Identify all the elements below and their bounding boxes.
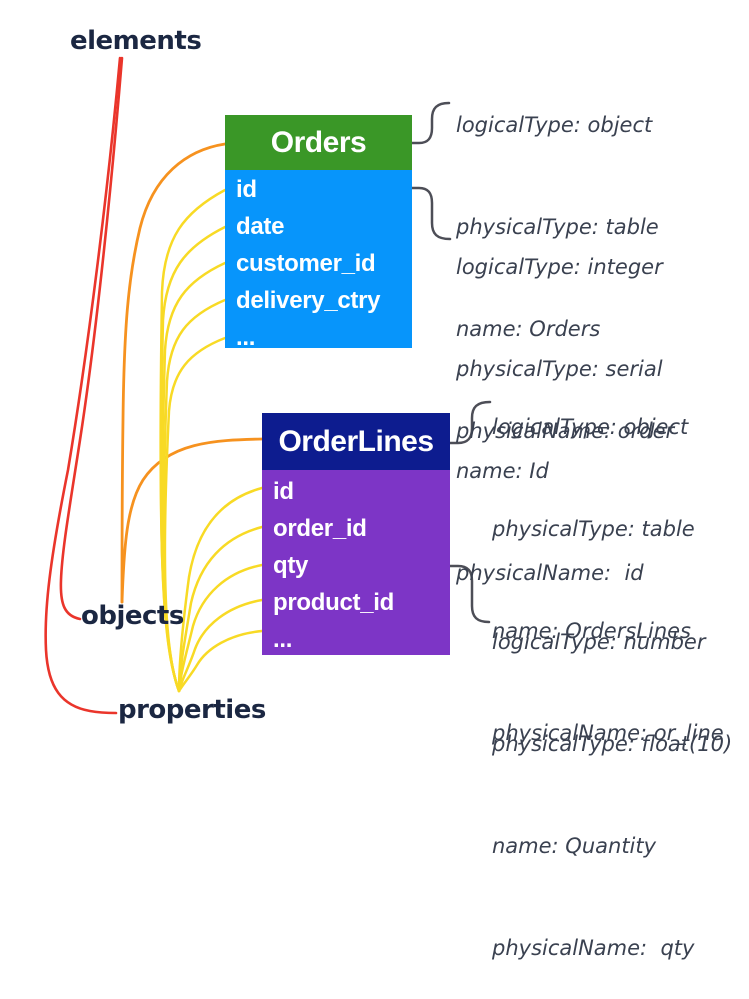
label-elements: elements [70, 26, 202, 56]
yellow-line-properties-to-orders-more [163, 336, 227, 693]
orders-table-title: Orders [270, 125, 367, 159]
orange-line-objects-to-orderlines-header [120, 437, 264, 604]
orange-line-objects-to-orders-header [120, 142, 227, 604]
annotation-orders-id-field: logicalType: integer physicalType: seria… [456, 182, 663, 624]
table-field-row: ... [236, 324, 256, 351]
annotation-line: name: OrdersLines [492, 619, 691, 643]
annotation-line: logicalType: object [456, 113, 653, 137]
annotation-line: physicalName: qty [492, 936, 695, 960]
label-properties: properties [118, 695, 266, 725]
table-field-row: ... [273, 626, 293, 653]
table-field-row: product_id [273, 589, 394, 616]
table-field-row: order_id [273, 515, 367, 542]
annotation-line: name: Quantity [492, 834, 657, 858]
orders-table-body: id date customer_id delivery_ctry ... [225, 170, 412, 351]
yellow-line-properties-to-orderlines-more [177, 629, 264, 693]
red-line-elements-to-objects [59, 56, 124, 621]
table-field-row: delivery_ctry [236, 287, 381, 314]
annotation-orders-table: logicalType: object physicalType: table … [456, 40, 674, 482]
annotation-line: physicalName: or_line [492, 721, 724, 745]
table-field-row: customer_id [236, 250, 376, 277]
brace-orders-header-annotation [409, 101, 451, 145]
brace-orderlines-qty-annotation [448, 564, 491, 624]
annotation-line: logicalType: integer [456, 255, 663, 279]
orderlines-table-title: OrderLines [278, 424, 434, 458]
orders-table-header: Orders [225, 115, 412, 170]
table-field-row: qty [273, 552, 309, 579]
annotation-line: logicalType: object [492, 415, 689, 439]
yellow-line-properties-to-orders-delivery-ctry [162, 298, 227, 693]
yellow-line-properties-to-orderlines-product-id [177, 598, 264, 693]
annotation-line: name: Id [456, 459, 549, 483]
yellow-line-properties-to-orderlines-qty [177, 563, 264, 693]
yellow-line-properties-to-orderlines-id [177, 486, 264, 693]
brace-orders-id-annotation [409, 186, 452, 241]
table-field-row: date [236, 213, 285, 240]
annotation-line: physicalType: table [456, 215, 659, 239]
yellow-line-properties-to-orderlines-order-id [177, 525, 264, 693]
annotation-line: physicalType: serial [456, 357, 663, 381]
annotation-line: physicalType: table [492, 517, 695, 541]
annotation-orderlines-qty-field: logicalType: number physicalType: float(… [492, 557, 732, 999]
orders-table: Orders id date customer_id delivery_ctry… [225, 115, 412, 351]
table-field-row: id [273, 478, 294, 505]
table-field-row: id [236, 176, 257, 203]
annotation-line: physicalName: order [456, 419, 675, 443]
label-objects: objects [81, 601, 184, 631]
annotation-line: name: Orders [456, 317, 601, 341]
annotation-line: physicalName: id [456, 561, 644, 585]
red-line-elements-to-properties [44, 56, 122, 715]
brace-orderlines-header-annotation [448, 400, 492, 445]
annotation-line: logicalType: number [492, 630, 706, 654]
orderlines-table: OrderLines id order_id qty product_id ..… [262, 413, 450, 655]
orderlines-table-body: id order_id qty product_id ... [262, 470, 450, 655]
annotation-line: physicalType: float(10) [492, 732, 733, 756]
orderlines-table-header: OrderLines [262, 413, 450, 470]
relation-lines-layer [44, 56, 492, 715]
annotation-orderlines-table: logicalType: object physicalType: table … [492, 342, 724, 784]
